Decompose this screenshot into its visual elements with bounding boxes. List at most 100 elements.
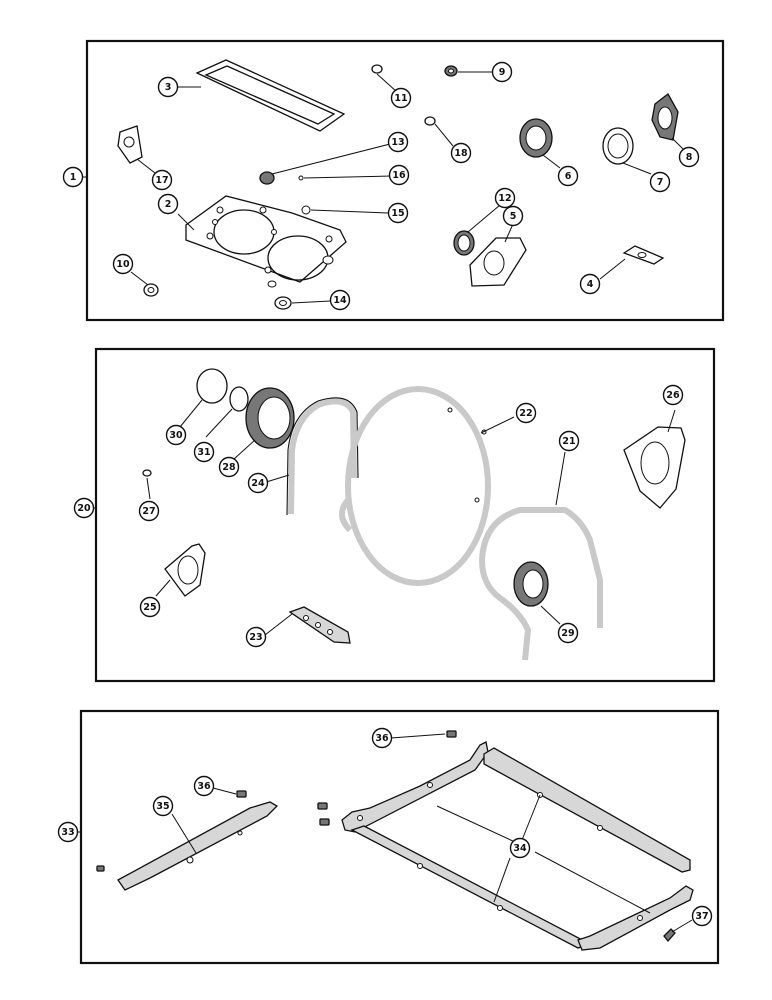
callout-circle	[387, 202, 409, 224]
callout-circle	[558, 430, 580, 452]
part-36-clip-top	[446, 730, 457, 738]
panel-bottom	[79, 709, 720, 965]
part-callout-34: 34	[509, 837, 531, 859]
part-34-oil-pan-gaskets	[341, 741, 694, 951]
part-callout-30: 30	[165, 424, 187, 446]
part-11-washer	[371, 64, 383, 74]
callout-label: 6	[565, 171, 572, 182]
callout-label: 25	[143, 602, 156, 613]
part-30-o-ring	[196, 368, 228, 404]
callout-circle	[193, 441, 215, 463]
callout-circle	[557, 622, 579, 644]
callout-circle	[649, 171, 671, 193]
part-callout-36: 36	[193, 775, 215, 797]
callout-label: 3	[165, 82, 172, 93]
part-callout-10: 10	[112, 253, 134, 275]
callout-label: 29	[561, 628, 574, 639]
callout-circle	[371, 727, 393, 749]
callout-circle	[139, 596, 161, 618]
part-callout-27: 27	[138, 500, 160, 522]
callout-label: 27	[142, 506, 155, 517]
part-callout-36: 36	[371, 727, 393, 749]
part-3-cover-gasket	[195, 59, 346, 132]
part-callout-5: 5	[502, 205, 524, 227]
part-callout-28: 28	[218, 456, 240, 478]
part-36-clip-left	[236, 790, 247, 798]
callout-label: 33	[61, 827, 74, 838]
callout-circle	[388, 164, 410, 186]
part-5-flange-gasket	[469, 237, 527, 287]
part-callout-12: 12	[494, 187, 516, 209]
callout-circle	[387, 131, 409, 153]
part-21-cover-gasket	[478, 507, 603, 661]
callout-label: 7	[657, 177, 664, 188]
callout-circle	[502, 205, 524, 227]
part-callout-26: 26	[662, 384, 684, 406]
part-callout-4: 4	[579, 273, 601, 295]
group-callout-20: 20	[73, 497, 95, 519]
part-31-o-ring	[229, 386, 249, 412]
part-18-washer	[424, 116, 436, 126]
callout-circle	[494, 187, 516, 209]
callout-label: 37	[695, 911, 708, 922]
part-35-oil-pan-end-gasket	[117, 801, 279, 891]
callout-circle	[678, 146, 700, 168]
part-callout-16: 16	[388, 164, 410, 186]
part-callout-31: 31	[193, 441, 215, 463]
callout-label: 22	[519, 408, 532, 419]
clip	[96, 865, 105, 872]
part-callout-11: 11	[390, 87, 412, 109]
part-callout-25: 25	[139, 596, 161, 618]
part-callout-24: 24	[247, 472, 269, 494]
callout-label: 14	[333, 295, 347, 306]
part-16-tiny-ring	[298, 175, 304, 181]
part-callout-15: 15	[387, 202, 409, 224]
callout-label: 16	[392, 170, 406, 181]
callout-label: 5	[510, 211, 517, 222]
callout-label: 28	[222, 462, 236, 473]
part-7-ring	[602, 127, 634, 165]
callout-circle	[138, 500, 160, 522]
callout-label: 36	[375, 733, 389, 744]
callout-circle	[579, 273, 601, 295]
callout-circle	[112, 253, 134, 275]
group-callout-33: 33	[57, 821, 79, 843]
callout-circle	[218, 456, 240, 478]
part-27-washer	[142, 469, 152, 477]
part-8-flange-gasket	[651, 93, 679, 141]
callout-label: 20	[77, 503, 91, 514]
part-callout-23: 23	[245, 626, 267, 648]
callout-label: 2	[165, 199, 172, 210]
callout-label: 31	[197, 447, 210, 458]
part-12-ring	[453, 230, 475, 256]
part-callout-17: 17	[151, 169, 173, 191]
callout-label: 34	[513, 843, 527, 854]
callout-circle	[152, 795, 174, 817]
callout-label: 13	[391, 137, 404, 148]
part-callout-22: 22	[515, 402, 537, 424]
group-callout-1: 1	[62, 166, 84, 188]
clip	[319, 818, 330, 826]
leader-lines-panel-bottom	[77, 733, 693, 933]
part-17-small-gasket	[117, 125, 143, 164]
callout-circle	[691, 905, 713, 927]
part-24-seal-strip	[286, 397, 359, 516]
part-6-seal	[519, 118, 553, 158]
callout-label: 18	[454, 148, 468, 159]
callout-label: 9	[499, 67, 506, 78]
part-callout-7: 7	[649, 171, 671, 193]
callout-label: 1	[70, 172, 77, 183]
callout-circle	[157, 76, 179, 98]
callout-label: 23	[249, 632, 262, 643]
callout-circle	[247, 472, 269, 494]
clip	[317, 802, 328, 810]
callout-circle	[509, 837, 531, 859]
callout-circle	[390, 87, 412, 109]
part-callout-2: 2	[157, 193, 179, 215]
part-callout-6: 6	[557, 165, 579, 187]
callout-circle	[157, 193, 179, 215]
callout-circle	[491, 61, 513, 83]
part-25-flange-gasket	[164, 543, 206, 597]
callout-label: 35	[156, 801, 169, 812]
callout-bubbles: 1234567891011121314151617182021222324252…	[57, 61, 713, 927]
